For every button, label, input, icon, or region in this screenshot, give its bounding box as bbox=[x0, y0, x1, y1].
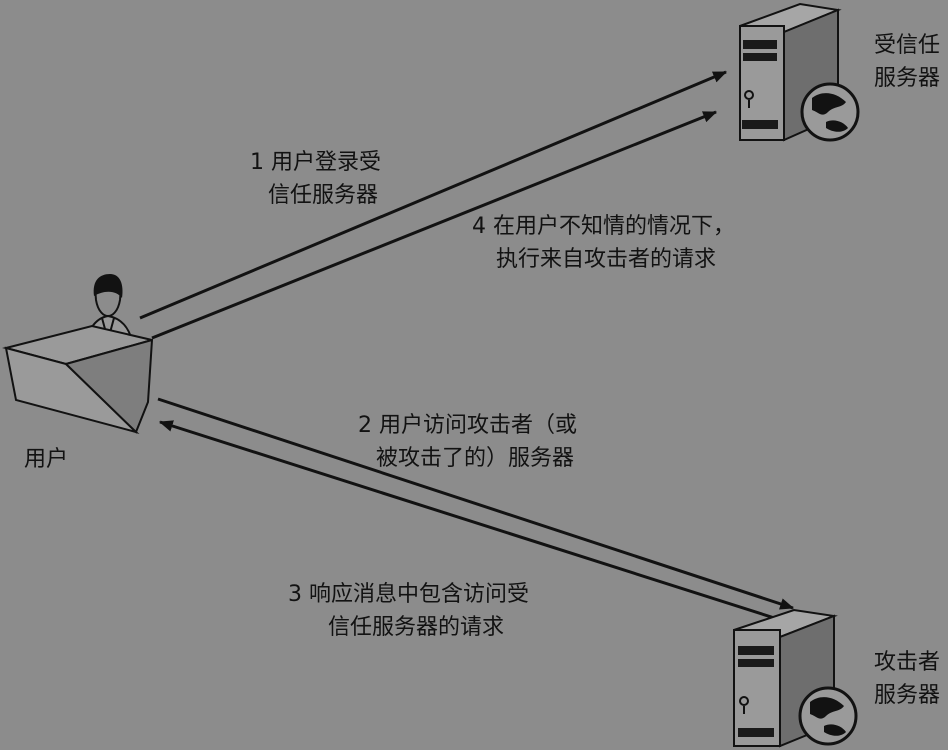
arrow-step3-attacker-to-user bbox=[158, 420, 788, 624]
arrow-step2-user-to-attacker bbox=[157, 397, 795, 610]
globe-icon bbox=[798, 686, 858, 746]
arrow-step1-user-to-trusted bbox=[139, 70, 728, 320]
attacker-server-icon bbox=[733, 608, 838, 748]
user-label: 用户 bbox=[24, 443, 68, 476]
step1-label-line2: 信任服务器 bbox=[268, 183, 379, 208]
user-label-text: 用户 bbox=[24, 447, 69, 472]
step3-label: 3 响应消息中包含访问受 信任服务器的请求 bbox=[288, 578, 529, 644]
step1-label: 1 用户登录受 信任服务器 bbox=[250, 146, 381, 212]
globe-icon bbox=[800, 82, 860, 142]
step4-label-line2: 执行来自攻击者的请求 bbox=[496, 247, 717, 272]
arrow-step4-user-to-trusted bbox=[151, 110, 718, 340]
step2-label: 2 用户访问攻击者（或 被攻击了的）服务器 bbox=[358, 409, 577, 475]
step3-label-line1: 3 响应消息中包含访问受 bbox=[288, 582, 529, 607]
step3-label-line2: 信任服务器的请求 bbox=[328, 615, 505, 640]
attacker-server-label-line1: 攻击者 bbox=[874, 650, 941, 675]
trusted-server-label-line1: 受信任 bbox=[874, 33, 941, 58]
attacker-server-label-line2: 服务器 bbox=[874, 683, 941, 708]
step4-label: 4 在用户不知情的情况下， 执行来自攻击者的请求 bbox=[472, 210, 735, 276]
step4-label-line1: 4 在用户不知情的情况下， bbox=[472, 214, 735, 239]
step1-label-line1: 1 用户登录受 bbox=[250, 150, 381, 175]
trusted-server-icon bbox=[739, 2, 842, 142]
person-at-desk-icon bbox=[2, 274, 154, 434]
trusted-server-label-line2: 服务器 bbox=[874, 66, 941, 91]
attacker-server-label: 攻击者 服务器 bbox=[874, 646, 940, 712]
step2-label-line1: 2 用户访问攻击者（或 bbox=[358, 413, 577, 438]
step2-label-line2: 被攻击了的）服务器 bbox=[376, 446, 575, 471]
trusted-server-label: 受信任 服务器 bbox=[874, 29, 940, 95]
